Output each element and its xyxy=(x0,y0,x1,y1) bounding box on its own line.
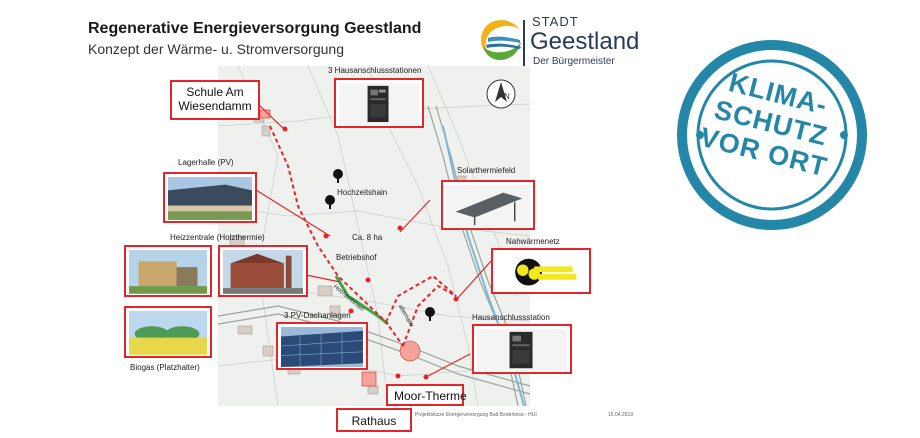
pv-dachanlagen-label: 3 PV-Dachanlagen xyxy=(284,311,351,320)
logo-divider xyxy=(523,20,525,66)
hausanschlussstation-label: Hausanschlussstation xyxy=(472,313,550,322)
rathaus-label: Rathaus xyxy=(351,414,397,428)
heizzentrale-building-box xyxy=(124,245,212,297)
nahwaermenetz-label: Nahwärmenetz xyxy=(506,237,560,246)
solar-thermal-collector-image xyxy=(446,185,530,227)
nahwaermenetz-box xyxy=(491,248,591,294)
logo-stadt-text: STADT xyxy=(532,14,579,29)
pv-dachanlagen-box xyxy=(276,322,368,370)
area-label: Ca. 8 ha xyxy=(352,233,383,242)
biogas-box xyxy=(124,306,212,358)
lagerhalle-label: Lagerhalle (PV) xyxy=(178,158,234,167)
schule-label: Schule Am Wiesendamm xyxy=(178,85,252,113)
heating-plant-image xyxy=(129,250,207,294)
logo-sub-text: Der Bürgermeister xyxy=(533,56,615,67)
page-subtitle: Konzept der Wärme- u. Stromversorgung xyxy=(88,41,344,57)
betriebshof-label: Betriebshof xyxy=(336,253,377,262)
lagerhalle-box xyxy=(163,172,257,223)
logo-name-text: Geestland xyxy=(530,28,640,55)
rooftop-pv-image xyxy=(281,327,363,368)
moor-therme-label: Moor-Therme xyxy=(394,389,467,403)
rathaus-box: Rathaus xyxy=(336,408,412,432)
geestland-logo-icon xyxy=(481,20,521,60)
footer-date: 15.04.2019 xyxy=(608,412,634,418)
heizzentrale-label: Heizzentrale (Holzthermie) xyxy=(170,233,265,242)
hochzeitshain-label: Hochzeitshain xyxy=(337,188,388,197)
geestland-logo xyxy=(478,14,668,74)
svg-text:N: N xyxy=(504,92,510,101)
solarthermiefeld-label: Solarthermiefeld xyxy=(457,166,516,175)
schule-box: Schule Am Wiesendamm xyxy=(170,80,260,120)
brick-building-image xyxy=(223,250,303,294)
district-heating-pipe-image xyxy=(496,253,586,292)
hausanschlussstationen-box xyxy=(334,78,424,128)
klimaschutz-stamp: KLIMA- SCHUTZ VOR ORT xyxy=(672,20,872,250)
footer-caption: Projektskizze Energieversorgung Bad Bede… xyxy=(415,412,537,418)
moor-therme-box: Moor-Therme xyxy=(386,384,467,406)
single-substation-image xyxy=(477,329,567,372)
biogas-plant-image xyxy=(129,311,207,355)
north-arrow-icon: N xyxy=(486,79,516,109)
warehouse-pv-image xyxy=(168,177,252,220)
page-title: Regenerative Energieversorgung Geestland xyxy=(88,20,422,37)
hausanschlussstation-box xyxy=(472,324,572,374)
solarthermiefeld-box xyxy=(441,180,535,230)
substation-unit-image xyxy=(339,83,419,125)
heizzentrale-box xyxy=(218,245,308,297)
hausanschlussstationen-label: 3 Hausanschlussstationen xyxy=(328,66,422,75)
klimaschutz-stamp-icon xyxy=(677,40,867,230)
trail-line xyxy=(334,275,389,326)
biogas-label: Biogas (Platzhalter) xyxy=(130,363,200,372)
